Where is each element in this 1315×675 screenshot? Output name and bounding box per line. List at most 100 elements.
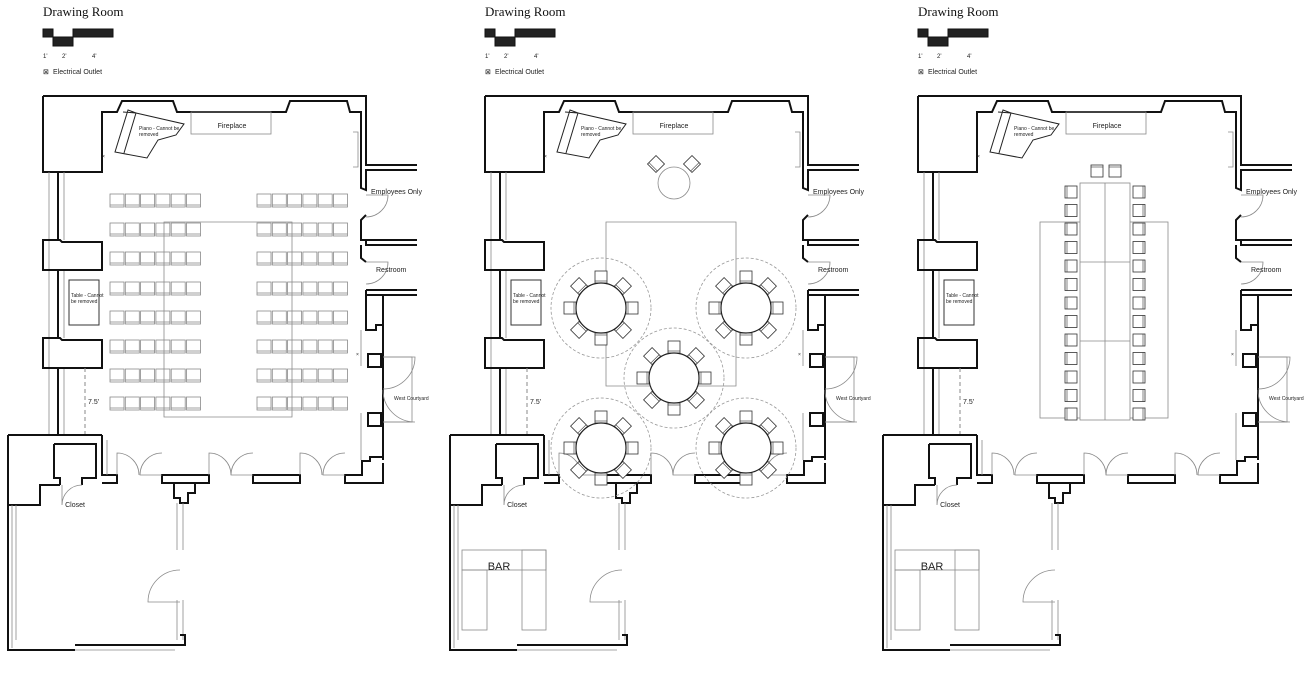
window-line [886,505,1050,651]
theater-chair [302,222,318,237]
theater-chair [271,310,287,325]
chair [1132,370,1146,384]
wall [101,435,118,484]
employees-only-label: Employees Only [813,189,864,196]
courtyard-door-frame [1258,356,1288,423]
door-swing [824,389,858,423]
theater-chair [140,281,156,296]
scale-segment [514,28,556,38]
window-line [176,503,184,640]
door-swing [365,194,389,218]
theater-chair [317,222,333,237]
theater-chair [170,310,186,325]
chair [1064,315,1078,328]
table-label: be removed [946,299,973,305]
chair [739,270,753,284]
chair [1132,204,1146,217]
door-swing [807,261,831,285]
theater-chair [124,193,140,208]
wall [42,337,103,369]
fireplace-label: Fireplace [1093,123,1122,130]
wall [449,505,628,651]
theater-chair [186,339,201,354]
outlet-icon: ⊠ [485,69,491,76]
wall [694,474,743,484]
chair [1132,241,1146,254]
wall [882,505,1061,651]
chair [1064,222,1078,236]
bar-counter [954,549,980,631]
theater-chair [186,222,201,237]
outlet-icon: × [356,352,359,358]
theater-chair [170,281,186,296]
chair [1064,389,1078,402]
wall [917,239,978,271]
fixed-table [68,279,100,326]
theater-chair [109,251,125,266]
closet-label: Closet [940,502,960,509]
round-table [720,422,772,474]
round-table [720,282,772,334]
round-table [575,422,627,474]
table-label: Table - Cannot [946,293,979,299]
wall [484,337,545,369]
door-swing [1022,569,1056,603]
chair [563,301,577,315]
theater-chair [109,310,125,325]
piano [556,109,627,159]
dimension-label: 7.5' [88,399,99,406]
theater-chair [302,339,318,354]
chair [1132,296,1146,310]
scale-segment [42,28,54,38]
wall [360,214,417,246]
piano-label: removed [581,132,601,138]
outlet-icon: × [1231,352,1234,358]
door-swing [824,356,858,390]
bar-counter [521,549,547,631]
theater-chair [302,281,318,296]
door-swing [322,452,346,476]
theater-chair [302,396,318,411]
theater-chair [155,193,171,208]
window-line [11,505,175,651]
wall [1235,245,1242,263]
wall [161,474,210,484]
theater-chair [155,339,171,354]
piano [989,109,1060,159]
round-table-clearance [623,327,725,429]
chair [646,154,666,174]
cocktail-table [657,166,691,200]
fireplace [1065,111,1147,135]
theater-chair [317,339,333,354]
theater-chair [317,281,333,296]
wall [484,96,859,192]
theater-chair [140,310,156,325]
outlet-icon: × [102,154,105,160]
theater-chair [186,281,201,296]
door-swing [503,484,525,506]
door-swing [208,452,232,476]
bar-label: BAR [921,561,944,573]
chair [739,410,753,424]
piano-label: Piano - Cannot be [581,126,622,132]
courtyard-door-frame [825,356,855,423]
wall [807,290,826,331]
theater-chair [256,368,272,383]
theater-chair [287,193,303,208]
chair [1064,241,1078,254]
wall [42,96,417,192]
theater-chair [333,339,348,354]
chair [1064,333,1078,347]
theater-chair [333,310,348,325]
restroom-label: Restroom [1251,267,1282,274]
door-swing [589,569,623,603]
scale-segment [927,36,949,47]
door-swing [147,569,181,603]
wall [603,474,652,484]
door-swing [1240,194,1264,218]
theater-chair [186,251,201,266]
bar-counter [461,569,488,631]
table-label: Table - Cannot [71,293,104,299]
door-swing [116,452,140,476]
outlet-icon: ⊠ [918,69,924,76]
